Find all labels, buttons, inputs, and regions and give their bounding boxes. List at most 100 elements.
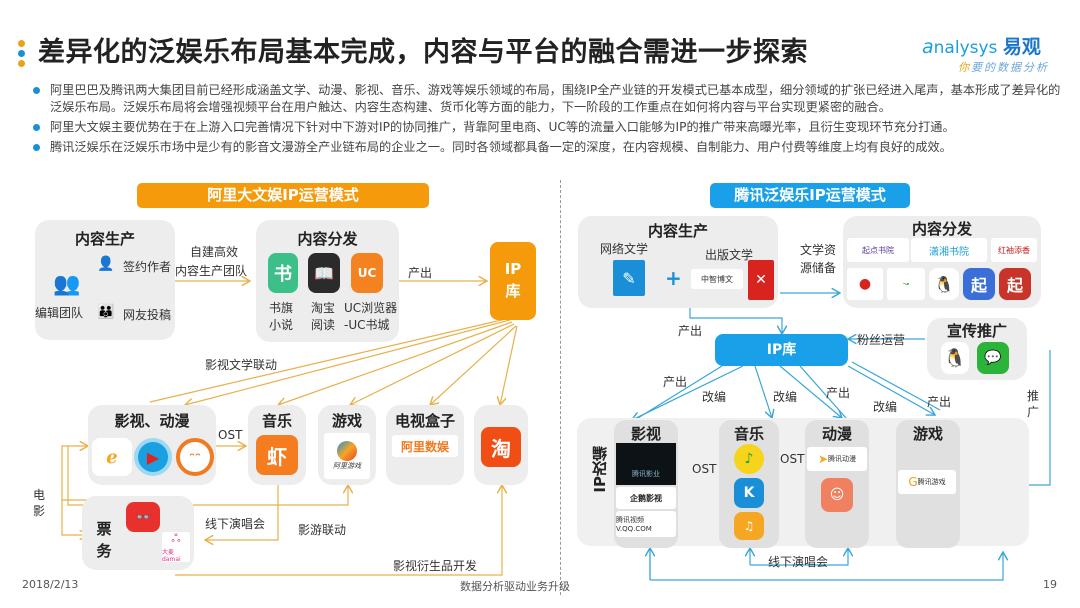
- taobao-reading-icon: 📖: [308, 253, 340, 293]
- tencent-pictures-logo: 腾讯影业: [616, 443, 676, 485]
- app-line: 书旗: [269, 301, 294, 315]
- concert-label: 线下演唱会: [768, 555, 829, 569]
- xiaoxiang-logo: 潇湘书院: [911, 238, 987, 262]
- tv-box: 电视盒子 阿里数娱: [386, 405, 464, 485]
- box-title: 内容分发: [911, 220, 972, 238]
- alibaba-banner: 阿里大文娱IP运营模式: [137, 183, 429, 208]
- web-literature-icon: ✎: [613, 260, 645, 296]
- alibaba-content-distribution-box: 内容分发 书 📖 UC 书旗小说 淘宝阅读 UC浏览器-UC书城: [256, 220, 399, 342]
- tencent-video-logo: 腾讯视频 V.QQ.COM: [616, 511, 676, 537]
- concert-label: 线下演唱会: [205, 517, 266, 531]
- box-title: 内容生产: [74, 230, 135, 248]
- zhongzhi-logo: 中智博文: [691, 269, 743, 289]
- hongxiu-logo: 红袖添香: [991, 238, 1037, 262]
- app-line: 阅读: [311, 318, 336, 332]
- tencent-music-box: 音乐 ♪ K ♫: [719, 420, 779, 548]
- box-title: 电视盒子: [394, 412, 455, 430]
- promotion-box: 宣传推广 🐧 💬: [927, 318, 1027, 380]
- app-line: 淘宝: [311, 301, 336, 315]
- ticketing-box: 票务 👓 ஃ 大麦damai: [82, 496, 194, 570]
- box-title: 影视: [630, 425, 661, 443]
- signed-authors-label: 签约作者: [123, 260, 172, 274]
- promote-label: 推广: [1027, 389, 1040, 419]
- edge-label: 产出: [826, 386, 851, 400]
- section-divider: [560, 180, 561, 595]
- dot-icon: [18, 60, 25, 67]
- games-box: 游戏 阿里游戏: [318, 405, 376, 485]
- web-lit-label: 网络文学: [600, 242, 649, 256]
- wechat-icon: 💬: [977, 342, 1009, 374]
- bullet-item: 阿里巴巴及腾讯两大集团目前已经形成涵盖文学、动漫、影视、音乐、游戏等娱乐领域的布…: [28, 82, 1068, 116]
- edge-label: 改编: [773, 390, 798, 404]
- film-lit-link-label: 影视文学联动: [205, 358, 278, 372]
- penguin-pictures-logo: 企鹅影视: [616, 487, 676, 509]
- lit-reserve-label: 文学资: [800, 243, 837, 257]
- xiaoshuo-logo: ●: [847, 268, 883, 300]
- logo-cn: 易观: [1002, 36, 1041, 58]
- film-anime-box: 影视、动漫 ℯ ▶ ᵔᵔ: [88, 405, 216, 485]
- alibaba-pictures-icon: ℯ: [92, 438, 132, 476]
- app-line: -UC书城: [344, 318, 390, 332]
- logo-prefix: a: [922, 36, 934, 58]
- tencent-content-production-box: 内容生产 网络文学 出版文学 ✎ + 中智博文 ✕: [578, 216, 778, 308]
- music-box: 音乐 虾: [248, 405, 306, 485]
- alibaba-ip-library: IP库: [490, 242, 536, 320]
- anime-character-icon: ☺: [821, 478, 853, 512]
- kugou-icon: K: [734, 478, 764, 508]
- dot-icon: [18, 40, 25, 47]
- huawen-logo: ✕: [748, 260, 774, 300]
- title-dots: [18, 40, 26, 70]
- ost-label: OST: [692, 462, 717, 476]
- edge-label: 产出: [663, 375, 688, 389]
- logo-text: nalysys: [933, 38, 998, 58]
- analysys-logo: analysys 易观 你要的数据分析: [922, 32, 1049, 75]
- page-title: 差异化的泛娱乐布局基本完成，内容与平台的融合需进一步探索: [38, 37, 808, 68]
- damai-icon: ஃ 大麦damai: [162, 531, 190, 563]
- tudou-icon: ᵔᵔ: [176, 438, 214, 476]
- ali-games-logo-text: 阿里游戏: [333, 462, 361, 470]
- lit-reserve-label: 源储备: [800, 261, 837, 275]
- fan-ops-label: 粉丝运营: [857, 333, 906, 347]
- tencent-film-box: 影视 腾讯影业 企鹅影视 腾讯视频 V.QQ.COM: [614, 420, 678, 548]
- xiami-icon: 虾: [256, 435, 298, 475]
- arrow-label: 内容生产团队: [175, 264, 248, 278]
- box-title: 游戏: [331, 412, 362, 430]
- merch-label: 影视衍生品开发: [393, 559, 478, 573]
- ip-adaptation-label: IP改编: [591, 446, 609, 493]
- box-title: 内容生产: [647, 222, 708, 240]
- output-label: 产出: [408, 266, 433, 280]
- box-title: 内容分发: [297, 230, 358, 248]
- tencent-comics-logo: ➤腾讯动漫: [807, 447, 867, 471]
- edge-label: 改编: [702, 390, 727, 404]
- taopiaopiao-icon: 👓: [126, 502, 160, 532]
- youku-icon: ▶: [134, 438, 172, 476]
- damai-logo-text: 大麦damai: [162, 549, 181, 563]
- app-line: 小说: [269, 318, 294, 332]
- shuqi-icon: 书: [268, 253, 298, 293]
- users-icon: 👪: [97, 304, 115, 320]
- ali-games-icon: 阿里游戏: [324, 433, 370, 479]
- bullet-list: 阿里巴巴及腾讯两大集团目前已经形成涵盖文学、动漫、影视、音乐、游戏等娱乐领域的布…: [28, 82, 1068, 159]
- qq-music-icon: ♪: [734, 444, 764, 474]
- kuwo-icon: ♫: [734, 512, 764, 540]
- box-title: 票务: [96, 520, 112, 560]
- output-label: 产出: [678, 324, 703, 338]
- tencent-anime-box: 动漫 ➤腾讯动漫 ☺: [805, 420, 869, 548]
- qidian-logo: 起点书院: [847, 238, 909, 262]
- box-title: 动漫: [821, 425, 852, 443]
- tencent-ip-library: IP库: [715, 334, 848, 366]
- lanlan-logo: ↝: [887, 268, 925, 300]
- footer-date: 2018/2/13: [22, 578, 79, 591]
- box-title: 宣传推广: [946, 322, 1007, 340]
- app-label: UC浏览器 -UC书城: [344, 300, 397, 334]
- bullet-item: 阿里大文娱主要优势在于在上游入口完善情况下针对中下游对IP的协同推广，背靠阿里电…: [28, 119, 1068, 136]
- logo-text: 腾讯游戏: [917, 478, 946, 486]
- footer-center: 数据分析驱动业务升级: [460, 580, 570, 593]
- app-line: UC浏览器: [344, 301, 398, 315]
- editor-team-label: 编辑团队: [35, 306, 84, 320]
- user-submissions-label: 网友投稿: [123, 308, 172, 322]
- qq-reading-icon: 🐧: [929, 268, 959, 300]
- app-label: 淘宝阅读: [311, 300, 335, 334]
- ali-digital-ent-logo: 阿里数娱: [392, 435, 458, 457]
